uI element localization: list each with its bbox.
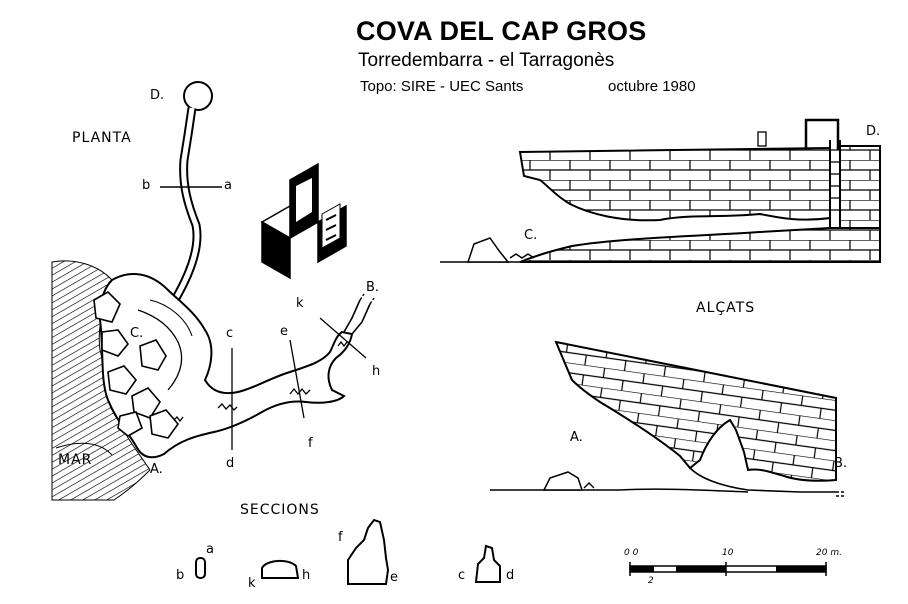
entrance-a-label: A. bbox=[150, 462, 163, 477]
section-c-label: c bbox=[458, 568, 466, 583]
entrance-d-label: D. bbox=[150, 88, 165, 103]
survey-credit: Topo: SIRE - UEC Sants bbox=[360, 78, 524, 95]
section-line-kh bbox=[319, 317, 367, 359]
scale-label-2: 2 bbox=[648, 576, 654, 586]
survey-date: octubre 1980 bbox=[608, 78, 696, 95]
entrance-b-label: B. bbox=[366, 280, 380, 295]
plan-view bbox=[51, 81, 375, 501]
scale-label-0: 0 0 bbox=[624, 548, 639, 558]
point-c-label: c bbox=[226, 326, 234, 341]
plan-label: PLANTA bbox=[72, 130, 132, 146]
sea-label: MAR bbox=[58, 452, 93, 468]
debris-marks bbox=[173, 340, 348, 423]
elevation-b-label: B. bbox=[834, 456, 848, 471]
elevation-a-label: A. bbox=[570, 430, 583, 445]
entrance-b-passage bbox=[343, 299, 371, 335]
section-cd-shape bbox=[474, 544, 501, 583]
point-b-label: b bbox=[142, 178, 151, 193]
section-b-label: b bbox=[176, 568, 185, 583]
section-line-ef bbox=[289, 339, 305, 419]
point-e-label: e bbox=[280, 324, 288, 339]
section-ab-shape bbox=[195, 557, 206, 579]
map-title: COVA DEL CAP GROS bbox=[356, 16, 647, 46]
north-arrow bbox=[260, 162, 347, 280]
shaft-headframe bbox=[804, 118, 840, 150]
entrance-c-label: C. bbox=[130, 326, 144, 341]
section-e-label: e bbox=[390, 570, 398, 585]
point-d-label: d bbox=[226, 456, 235, 471]
scale-label-10: 10 bbox=[722, 548, 734, 558]
section-ef-shape bbox=[347, 518, 390, 585]
point-h-label: h bbox=[372, 364, 381, 379]
scale-bar bbox=[629, 562, 827, 576]
scale-label-20: 20 m. bbox=[816, 548, 842, 558]
rock-blocks bbox=[93, 291, 180, 439]
elevation-c-d bbox=[440, 118, 881, 263]
elevation-a-b bbox=[490, 340, 846, 497]
point-a-label: a bbox=[224, 178, 232, 193]
elevation-label: ALÇATS bbox=[696, 300, 756, 316]
elevation-upper-block bbox=[518, 146, 831, 222]
elevation-lower-block bbox=[519, 227, 881, 263]
section-k-label: k bbox=[248, 576, 256, 591]
section-f-label: f bbox=[338, 530, 343, 545]
map-subtitle: Torredembarra - el Tarragonès bbox=[358, 50, 615, 71]
elevation-c-label: C. bbox=[524, 228, 538, 243]
section-h-label: h bbox=[302, 568, 311, 583]
section-a-label: a bbox=[206, 542, 214, 557]
section-d-label: d bbox=[506, 568, 515, 583]
shaft-d-top bbox=[183, 81, 213, 111]
sea-shore bbox=[55, 442, 113, 456]
section-kh-shape bbox=[261, 560, 300, 579]
point-k-label: k bbox=[296, 296, 304, 311]
sections-label: SECCIONS bbox=[240, 502, 320, 518]
cross-sections bbox=[195, 518, 501, 585]
elevation-d-label: D. bbox=[866, 124, 881, 139]
elevation-a-b-block bbox=[554, 340, 837, 482]
elevation-right-wall bbox=[839, 145, 881, 229]
point-f-label: f bbox=[308, 436, 313, 451]
